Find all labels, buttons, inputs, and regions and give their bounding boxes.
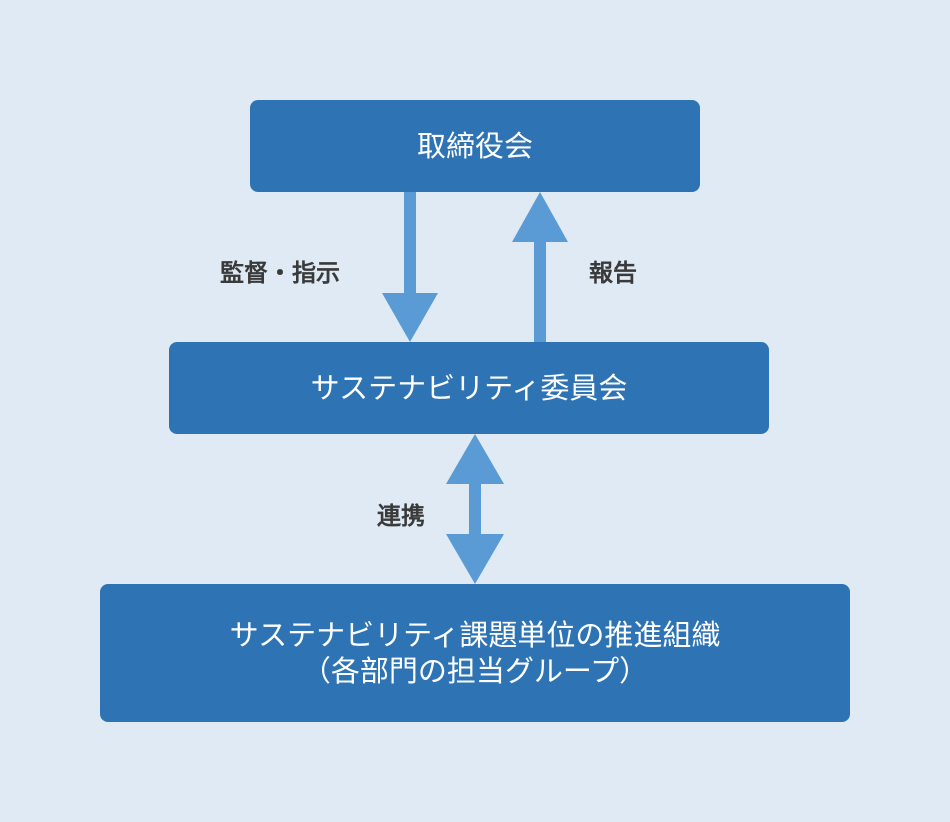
report-label: 報告	[589, 259, 637, 287]
promotion-units-node: サステナビリティ課題単位の推進組織 （各部門の担当グループ）	[100, 584, 850, 722]
liaison-label: 連携	[377, 502, 425, 530]
supervise-arrow	[382, 192, 438, 342]
units-label-line1: サステナビリティ課題単位の推進組織	[229, 617, 721, 652]
units-label-line2: （各部門の担当グループ）	[301, 654, 649, 688]
supervise-label: 監督・指示	[220, 259, 340, 287]
committee-label: サステナビリティ委員会	[310, 370, 628, 405]
board-label: 取締役会	[416, 128, 533, 163]
liaison-arrow	[446, 434, 504, 584]
report-arrow	[512, 192, 568, 342]
board-node: 取締役会	[250, 100, 700, 192]
committee-node: サステナビリティ委員会	[169, 342, 769, 434]
